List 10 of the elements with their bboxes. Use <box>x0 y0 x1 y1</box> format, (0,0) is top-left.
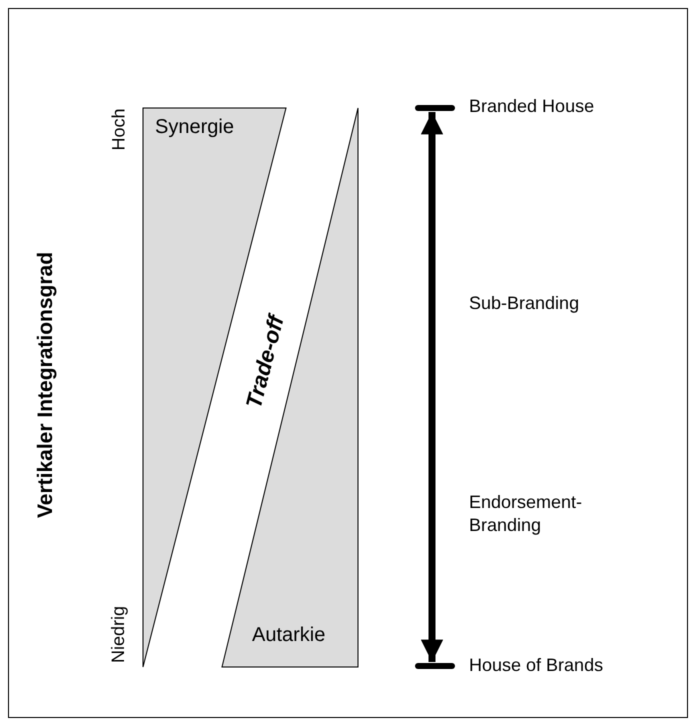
triangle-label: Synergie <box>155 116 234 139</box>
triangle-label: Autarkie <box>252 624 326 647</box>
strategy-label: Sub-Branding <box>469 293 580 314</box>
scale-label: Hoch <box>108 108 130 150</box>
trade-off-label: Trade-off <box>240 312 290 412</box>
strategy-label: Endorsement-Branding <box>469 491 584 538</box>
scale-label: Niedrig <box>108 605 130 663</box>
strategy-label: Branded House <box>469 96 594 117</box>
strategy-label: House of Brands <box>469 655 604 676</box>
axis-title: Vertikaler Integrationsgrad <box>34 252 58 518</box>
